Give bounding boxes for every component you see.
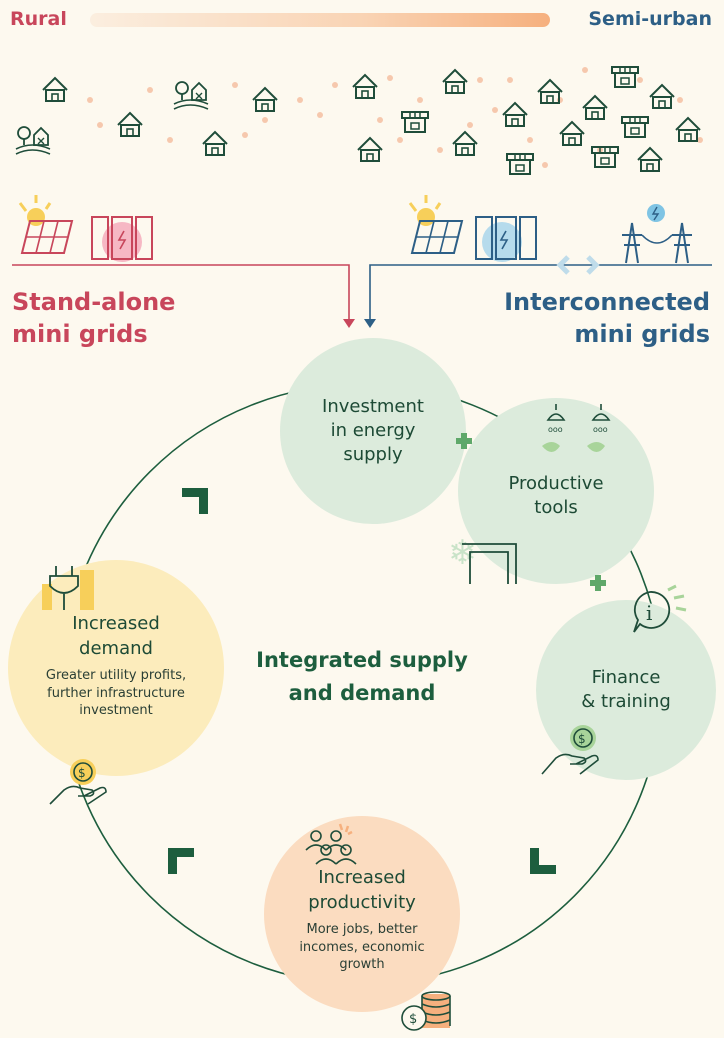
center-title: Integrated supply and demand	[256, 648, 468, 705]
svg-text:$: $	[78, 766, 86, 780]
battery-icon-left	[91, 216, 153, 262]
solar-panel-icon-left	[18, 195, 74, 254]
interconnected-grid-equipment	[364, 195, 712, 328]
info-icon: i	[633, 584, 687, 633]
irrigation-icon: ooo ooo	[542, 404, 611, 452]
battery-icon-right	[475, 216, 537, 262]
coin-stack-icon: $	[401, 991, 451, 1031]
money-hand-icon-demand: $	[49, 759, 107, 805]
semi-urban-label: Semi-urban	[588, 8, 712, 30]
svg-text:$: $	[409, 1012, 417, 1027]
rural-label: Rural	[10, 8, 67, 30]
village-illustration	[15, 66, 703, 175]
money-hand-icon-finance: $	[541, 725, 599, 775]
svg-text:ooo: ooo	[548, 425, 563, 434]
freezer-icon: ❄	[448, 533, 517, 584]
productive-tools-circle: Productive tools	[458, 398, 654, 584]
cycle-arrow-bottomleft	[168, 848, 194, 874]
finance-training-circle: Finance & training	[536, 600, 716, 780]
bidirectional-arrows-icon	[556, 255, 600, 275]
people-group-icon	[305, 823, 357, 865]
plus-icon	[590, 575, 606, 591]
cycle-arrow-bottomright	[530, 848, 556, 874]
svg-text:$: $	[578, 732, 586, 746]
solar-panel-icon-right	[408, 195, 464, 254]
rural-urban-gradient-bar	[90, 13, 550, 27]
transmission-tower-icon	[622, 204, 692, 264]
svg-text:i: i	[646, 601, 652, 625]
svg-text:ooo: ooo	[593, 425, 608, 434]
plus-icon	[456, 433, 472, 449]
standalone-grid-equipment	[12, 195, 355, 328]
svg-text:❄: ❄	[448, 533, 477, 573]
increased-productivity-circle: Increased productivity More jobs, better…	[264, 816, 460, 1012]
plug-icon	[42, 566, 94, 610]
cycle-arrow-topleft	[182, 488, 208, 514]
investment-supply-circle: Investment in energy supply	[280, 338, 466, 524]
